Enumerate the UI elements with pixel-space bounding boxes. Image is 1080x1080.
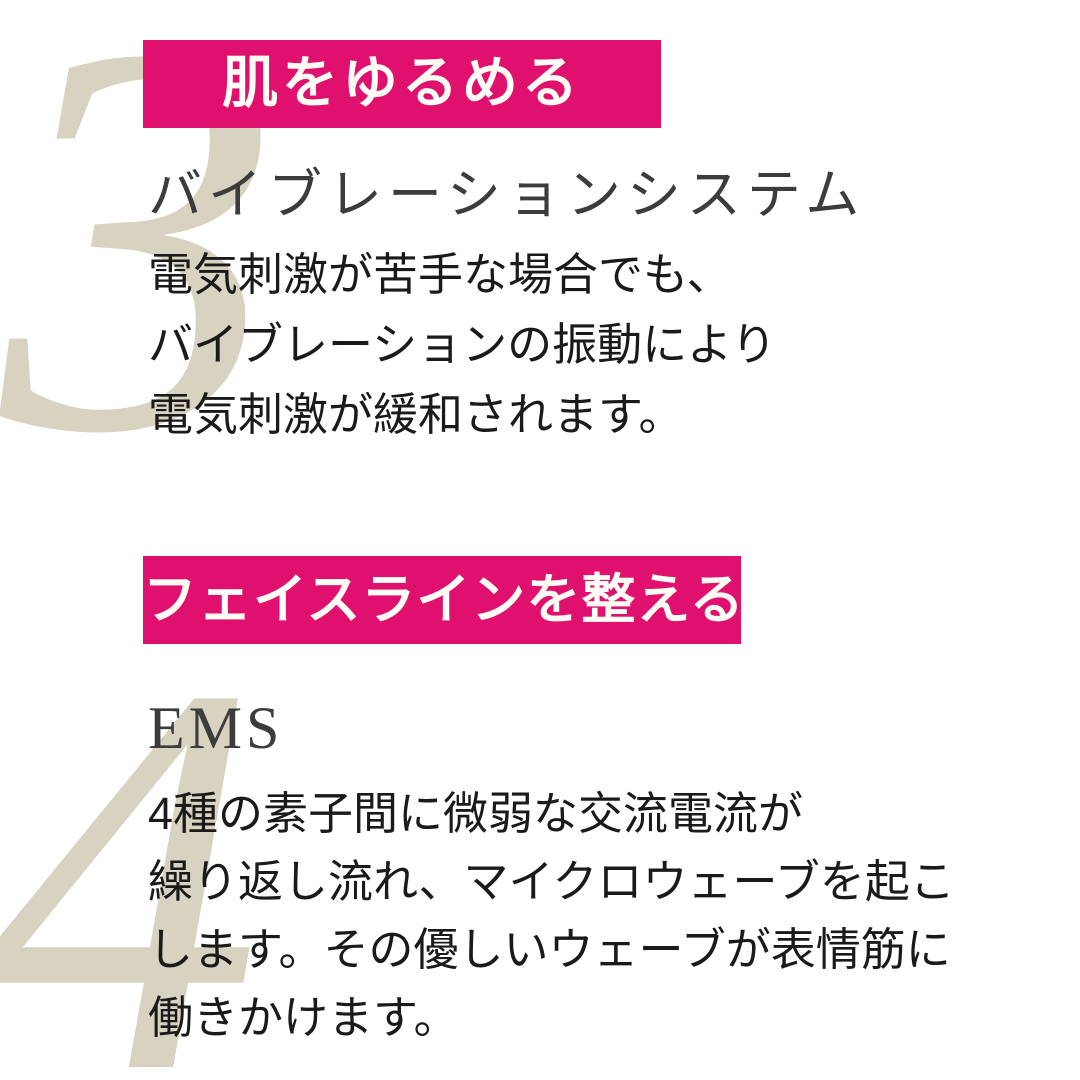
text-line: バイブレーションの振動により xyxy=(148,319,777,370)
text-line: 電気刺激が苦手な場合でも、 xyxy=(148,249,732,300)
text-line: 繰り返し流れ、マイクロウェーブを起こ xyxy=(148,856,955,907)
section-4-banner: フェイスラインを整える xyxy=(143,556,744,644)
section-number-4: 4 xyxy=(0,569,262,1080)
section-4-description: 4種の素子間に微弱な交流電流が 繰り返し流れ、マイクロウェーブを起こ します。そ… xyxy=(148,780,955,1052)
text-line: します。その優しいウェーブが表情筋に xyxy=(148,924,951,975)
text-line: 働きかけます。 xyxy=(148,992,459,1043)
text-line: 電気刺激が緩和されます。 xyxy=(148,389,684,440)
text-line: 4種の素子間に微弱な交流電流が xyxy=(148,788,804,839)
section-3-heading: バイブレーションシステム xyxy=(148,165,866,225)
section-3-banner: 肌をゆるめる xyxy=(143,40,661,128)
section-4-heading: EMS xyxy=(148,695,284,761)
section-3-description: 電気刺激が苦手な場合でも、 バイブレーションの振動により 電気刺激が緩和されます… xyxy=(148,240,776,450)
